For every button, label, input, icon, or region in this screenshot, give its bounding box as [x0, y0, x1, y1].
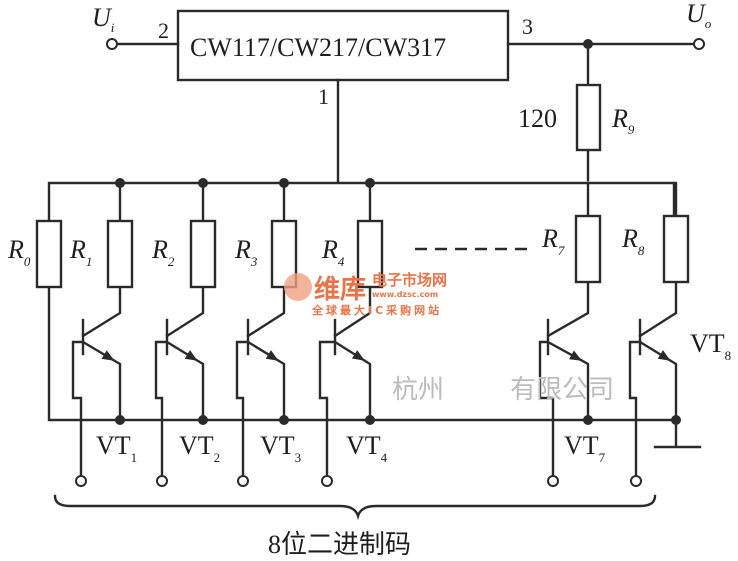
junction-node	[115, 178, 125, 188]
r9-value: 120	[518, 104, 557, 133]
resistor-r4	[356, 219, 384, 289]
collector-wire	[81, 181, 122, 338]
pin-3-label: 3	[522, 14, 533, 39]
emitter-arrow-icon	[569, 350, 582, 361]
watermark-logo: 维库	[314, 274, 366, 305]
watermark-site-name: 电子市场网	[372, 271, 447, 289]
resistor-label-r8: R8	[621, 224, 645, 258]
bit-input-terminal[interactable]	[237, 475, 249, 487]
pin-2-label: 2	[158, 18, 169, 43]
emitter-node	[671, 415, 681, 425]
transistor-label: VT4	[346, 431, 388, 465]
watermark-url: www.dzsc.com	[372, 290, 438, 299]
watermark-logo-icon	[284, 273, 312, 301]
transistor-label: VT2	[179, 431, 220, 465]
bit-input-terminal[interactable]	[75, 475, 87, 487]
resistor-label-r0: R0	[7, 235, 31, 269]
emitter-wire	[333, 340, 372, 422]
watermark: 维库 电子市场网 www.dzsc.com 全球最大IC采购网站 杭州 有限公司	[284, 271, 614, 405]
stage-3: VT3	[235, 178, 301, 487]
transistor-label: VT8	[690, 329, 731, 363]
resistor-label-r1: R1	[69, 235, 92, 269]
junction-node	[365, 178, 375, 188]
stage-5: VT7	[538, 181, 606, 487]
emitter-wire	[165, 340, 205, 422]
emitter-wire	[81, 340, 122, 422]
stage-2: VT2	[154, 178, 220, 487]
emitter-node	[279, 415, 289, 425]
emitter-arrow-icon	[351, 350, 365, 361]
stage-6: VT8	[628, 181, 731, 487]
resistor-r1	[106, 219, 134, 289]
collector-wire	[333, 181, 372, 338]
emitter-wire	[246, 340, 286, 422]
ground-bus	[47, 285, 678, 422]
bit-input-terminal[interactable]	[547, 475, 559, 487]
regulator-label: CW117/CW217/CW317	[190, 33, 446, 62]
resistor-label-r7: R7	[541, 224, 565, 258]
junction-node	[279, 178, 289, 188]
emitter-arrow-icon	[265, 350, 279, 361]
transistor-label: VT1	[96, 431, 137, 465]
junction-node	[198, 178, 208, 188]
resistor-label-r3: R3	[234, 235, 258, 269]
transistor-label: VT7	[564, 431, 606, 465]
base-lead	[538, 340, 555, 478]
collector-wire	[165, 181, 205, 338]
emitter-wire	[546, 340, 590, 422]
emitter-arrow-icon	[184, 350, 198, 361]
regulator-box	[176, 9, 510, 82]
collector-wire	[638, 181, 678, 338]
resistor-r9	[575, 83, 602, 152]
resistor-r3	[270, 219, 298, 289]
resistor-r7	[574, 214, 602, 284]
base-lead	[154, 340, 169, 478]
resistor-r8	[662, 214, 690, 284]
transistor-label: VT3	[260, 431, 301, 465]
base-lead	[71, 340, 85, 478]
resistor-label-r2: R2	[151, 235, 175, 269]
bit-input-terminal[interactable]	[156, 475, 168, 487]
watermark-slogan: 全球最大IC采购网站	[311, 303, 442, 317]
caption: 8位二进制码	[268, 530, 411, 559]
r9-label: R9	[611, 104, 635, 137]
output-terminal[interactable]	[693, 38, 705, 50]
input-label: Ui	[92, 3, 115, 35]
stage-4: VT4	[318, 178, 388, 487]
base-lead	[628, 340, 642, 478]
pin-1-label: 1	[318, 84, 329, 109]
stage-1: VT1	[71, 178, 137, 487]
bit-brace	[53, 494, 657, 521]
emitter-node	[365, 415, 375, 425]
emitter-node	[115, 415, 125, 425]
resistor-r2	[189, 219, 217, 289]
output-label: Uo	[686, 0, 712, 31]
resistor-label-r4: R4	[321, 235, 345, 269]
bit-input-terminal[interactable]	[630, 475, 642, 487]
collector-wire	[546, 181, 590, 338]
emitter-node	[198, 415, 208, 425]
base-lead	[318, 340, 337, 478]
collector-wire	[246, 181, 286, 338]
watermark-company: 杭州 有限公司	[392, 375, 614, 405]
emitter-node	[583, 415, 593, 425]
emitter-wire	[638, 340, 678, 422]
base-lead	[235, 340, 250, 478]
emitter-arrow-icon	[657, 350, 671, 361]
resistor-r0	[35, 219, 63, 289]
emitter-arrow-icon	[101, 350, 115, 361]
input-terminal[interactable]	[106, 38, 118, 50]
bit-input-terminal[interactable]	[321, 475, 333, 487]
